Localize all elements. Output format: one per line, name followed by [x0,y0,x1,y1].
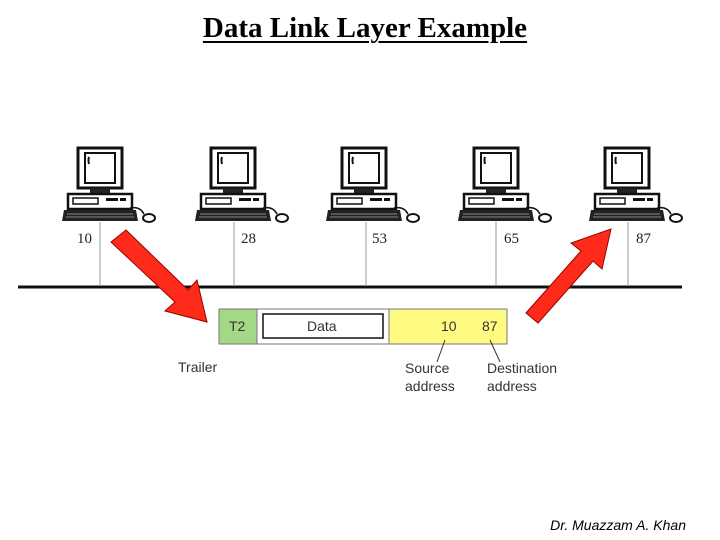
station-address: 53 [372,231,387,247]
source-pointer-line [436,339,446,363]
station-address: 10 [77,231,92,247]
computer-icon [587,146,684,224]
computer-icon [456,146,553,224]
computer-icon [324,146,421,224]
frame-source-text: 10 [441,318,457,334]
destination-label: address [487,378,537,394]
computer-icon [60,146,157,224]
page-title: Data Link Layer Example [202,12,528,44]
frame-destination-text: 87 [482,318,498,334]
station-address: 87 [636,231,652,247]
frame-data-field [262,313,384,339]
author-credit: Dr. Muazzam A. Khan [550,517,686,533]
destination-pointer-line [489,339,501,363]
frame-trailer-text: T2 [229,318,246,334]
station-address: 65 [504,231,519,247]
station-address: 28 [241,231,256,247]
arrow-from-source [110,229,208,323]
destination-label: Destination [487,360,557,376]
arrow-to-destination [525,228,612,324]
trailer-label: Trailer [178,359,217,375]
computer-icon [193,146,290,224]
source-label: Source [405,360,450,376]
frame-header-field [388,308,508,345]
frame-data-text: Data [307,318,337,334]
source-label: address [405,378,455,394]
